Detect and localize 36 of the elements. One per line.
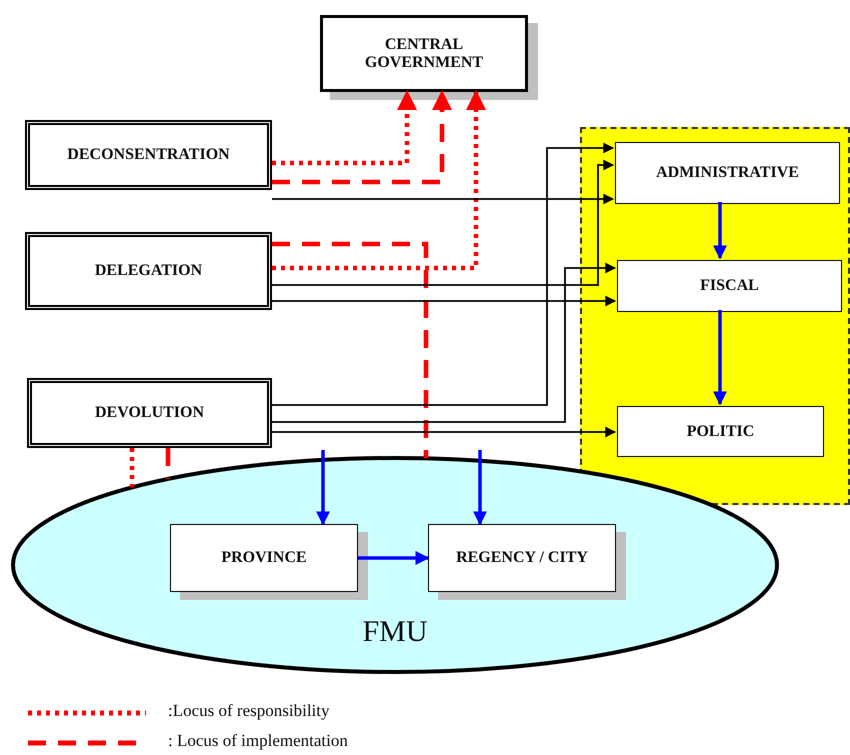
- box-label: DELEGATION: [94, 262, 202, 280]
- legend-label: : Locus of implementation: [168, 731, 348, 751]
- arrow: [358, 551, 430, 565]
- arrow: [272, 194, 614, 204]
- connector-line: [130, 448, 134, 488]
- arrow: [272, 90, 486, 270]
- region-label: FMU: [361, 615, 429, 649]
- process-box: [617, 406, 824, 457]
- box-label: POLITIC: [686, 422, 754, 440]
- legend-label: :Locus of responsibility: [168, 701, 330, 721]
- process-box: [615, 142, 840, 204]
- process-box: [27, 378, 272, 448]
- arrow: [272, 296, 616, 306]
- box-label: DEVOLUTION: [94, 404, 204, 422]
- box-label: DECONSENTRATION: [67, 146, 230, 164]
- highlight-region: [580, 127, 850, 505]
- arrow: [713, 202, 727, 260]
- box-label: REGENCY / CITY: [456, 549, 588, 567]
- arrow: [272, 426, 616, 438]
- connector-line: [166, 448, 170, 479]
- arrow: [272, 90, 452, 184]
- box-label: ADMINISTRATIVE: [656, 164, 799, 182]
- process-box: [25, 120, 272, 190]
- arrow: [272, 142, 614, 406]
- process-box: [617, 260, 842, 312]
- arrow: [713, 310, 727, 406]
- arrow: [272, 160, 614, 286]
- box-label: PROVINCE: [221, 549, 307, 567]
- connector-line: [272, 242, 428, 458]
- arrow: [473, 450, 487, 526]
- box-label: CENTRAL GOVERNMENT: [364, 36, 484, 72]
- arrow: [272, 262, 616, 423]
- box-label: FISCAL: [700, 277, 759, 295]
- process-box: [25, 232, 272, 310]
- arrow: [272, 90, 418, 166]
- arrow: [316, 450, 330, 526]
